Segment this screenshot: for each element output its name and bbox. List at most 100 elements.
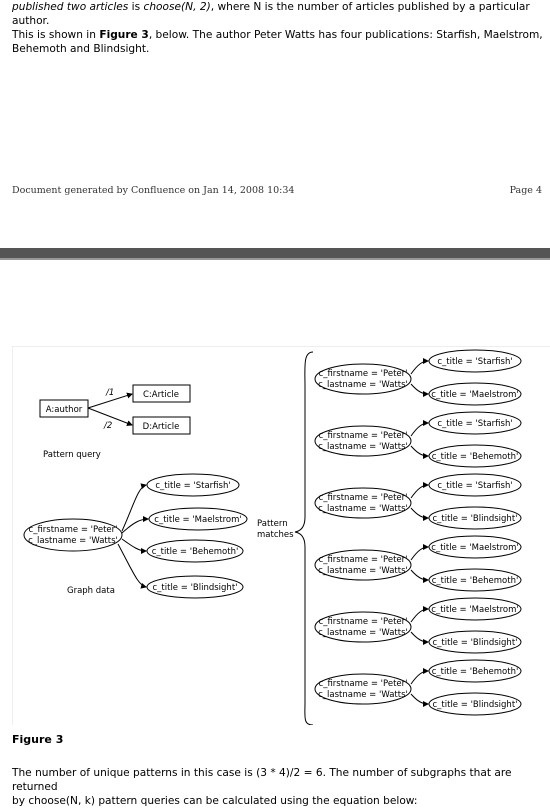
pattern-match-group: c_firstname = 'Peter'c_lastname = 'Watts… — [314, 349, 522, 406]
choose-formula: choose(N, 2) — [143, 1, 211, 13]
intro-line-1: published two articles is choose(N, 2), … — [12, 0, 547, 28]
title-node-maelstrom-label: c_title = 'Maelstrom' — [154, 515, 241, 525]
match-title-node-a — [428, 349, 522, 373]
match-title-a-label: c_title = 'Starfish' — [437, 357, 512, 367]
bottom-line-2: by choose(N, k) pattern queries can be c… — [12, 795, 418, 807]
article-d-node — [132, 416, 191, 435]
match-title-node-a — [428, 535, 522, 559]
pattern-matches-label-1: Pattern — [257, 519, 288, 529]
match-person-node — [314, 549, 412, 581]
author-node-label: A:author — [46, 405, 83, 415]
article-c-label: C:Article — [143, 390, 179, 400]
match-person-lastname: c_lastname = 'Watts' — [318, 504, 408, 514]
pattern-match-group: c_firstname = 'Peter'c_lastname = 'Watts… — [314, 473, 522, 530]
match-edge-a — [410, 544, 429, 561]
edge-person-maelstrom — [121, 516, 149, 534]
match-person-firstname: c_firstname = 'Peter' — [319, 431, 408, 441]
match-title-node-a — [428, 659, 522, 683]
match-edge-b — [410, 569, 429, 583]
title-node-blindsight-label: c_title = 'Blindsight' — [153, 583, 238, 593]
pattern-matches-brace — [294, 351, 314, 726]
pattern-match-group: c_firstname = 'Peter'c_lastname = 'Watts… — [314, 535, 522, 592]
match-person-node — [314, 673, 412, 705]
bottom-line-1: The number of unique patterns in this ca… — [12, 767, 512, 793]
match-title-node-a — [428, 597, 522, 621]
intro-italic-phrase: published two articles — [12, 1, 129, 13]
match-title-a-label: c_title = 'Maelstrom' — [431, 543, 518, 553]
match-edge-a — [410, 668, 429, 685]
pattern-matches-label-2: matches — [257, 530, 294, 540]
title-node-starfish — [146, 473, 240, 497]
title-node-behemoth — [146, 539, 244, 563]
match-title-b-label: c_title = 'Blindsight' — [433, 700, 518, 710]
match-title-b-label: c_title = 'Maelstrom' — [431, 390, 518, 400]
intro-paragraph: published two articles is choose(N, 2), … — [12, 0, 547, 56]
match-person-lastname: c_lastname = 'Watts' — [318, 628, 408, 638]
match-title-b-label: c_title = 'Blindsight' — [433, 514, 518, 524]
page-separator — [0, 248, 550, 258]
pattern-match-group: c_firstname = 'Peter'c_lastname = 'Watts… — [314, 659, 522, 716]
bottom-paragraph: The number of unique patterns in this ca… — [12, 766, 547, 808]
match-edge-b — [410, 445, 429, 459]
intro-line-2: This is shown in Figure 3, below. The au… — [12, 28, 547, 42]
figure-3-diagram: A:author C:Article D:Article /1 /2 Patte… — [12, 346, 550, 726]
match-edge-a — [410, 420, 429, 437]
match-person-firstname: c_firstname = 'Peter' — [319, 679, 408, 689]
graph-data-label: Graph data — [67, 586, 115, 596]
edge-author-c — [87, 392, 133, 409]
match-title-b-label: c_title = 'Blindsight' — [433, 638, 518, 648]
match-title-node-b — [428, 444, 522, 468]
match-title-node-b — [428, 692, 522, 716]
footer-generated-text: Document generated by Confluence on Jan … — [12, 185, 295, 196]
match-person-lastname: c_lastname = 'Watts' — [318, 380, 408, 390]
match-title-node-b — [428, 568, 522, 592]
pattern-match-group: c_firstname = 'Peter'c_lastname = 'Watts… — [314, 411, 522, 468]
match-title-b-label: c_title = 'Behemoth' — [432, 576, 519, 586]
match-title-node-b — [428, 506, 522, 530]
edge-label-1: /1 — [105, 388, 114, 398]
match-edge-a — [410, 358, 429, 375]
match-person-firstname: c_firstname = 'Peter' — [319, 493, 408, 503]
match-title-a-label: c_title = 'Behemoth' — [432, 667, 519, 677]
pattern-matches-list: c_firstname = 'Peter'c_lastname = 'Watts… — [314, 349, 522, 716]
match-title-node-b — [428, 630, 522, 654]
match-title-node-b — [428, 382, 522, 406]
match-edge-b — [410, 383, 429, 397]
match-person-lastname: c_lastname = 'Watts' — [318, 566, 408, 576]
match-person-firstname: c_firstname = 'Peter' — [319, 617, 408, 627]
intro-line-3: Behemoth and Blindsight. — [12, 43, 150, 55]
pattern-match-group: c_firstname = 'Peter'c_lastname = 'Watts… — [314, 597, 522, 654]
match-title-a-label: c_title = 'Starfish' — [437, 419, 512, 429]
title-node-maelstrom — [148, 507, 248, 531]
match-edge-b — [410, 693, 429, 707]
match-edge-a — [410, 606, 429, 623]
edge-author-d — [87, 407, 133, 426]
match-person-node — [314, 425, 412, 457]
match-title-a-label: c_title = 'Starfish' — [437, 481, 512, 491]
footer-page-number: Page 4 — [509, 185, 542, 196]
match-person-firstname: c_firstname = 'Peter' — [319, 369, 408, 379]
diagram-svg: A:author C:Article D:Article /1 /2 Patte… — [23, 349, 522, 726]
match-person-lastname: c_lastname = 'Watts' — [318, 442, 408, 452]
edge-label-2: /2 — [103, 421, 112, 431]
match-person-lastname: c_lastname = 'Watts' — [318, 690, 408, 700]
match-person-node — [314, 611, 412, 643]
person-lastname: c_lastname = 'Watts' — [28, 536, 118, 546]
match-edge-b — [410, 507, 429, 521]
match-title-a-label: c_title = 'Maelstrom' — [431, 605, 518, 615]
title-node-behemoth-label: c_title = 'Behemoth' — [152, 547, 239, 557]
match-person-node — [314, 487, 412, 519]
person-node — [23, 518, 123, 552]
article-c-node — [132, 384, 191, 403]
pattern-query-label: Pattern query — [43, 450, 101, 460]
match-title-node-a — [428, 473, 522, 497]
intro-text: is — [128, 1, 144, 13]
match-edge-a — [410, 482, 429, 499]
intro-text: , below. The author Peter Watts has four… — [148, 29, 543, 41]
match-title-b-label: c_title = 'Behemoth' — [432, 452, 519, 462]
edge-person-starfish — [121, 483, 147, 532]
title-node-starfish-label: c_title = 'Starfish' — [155, 481, 230, 491]
intro-text: , where N is the number of articles publ… — [12, 1, 530, 27]
article-d-label: D:Article — [143, 422, 180, 432]
edge-person-blindsight — [117, 543, 147, 589]
